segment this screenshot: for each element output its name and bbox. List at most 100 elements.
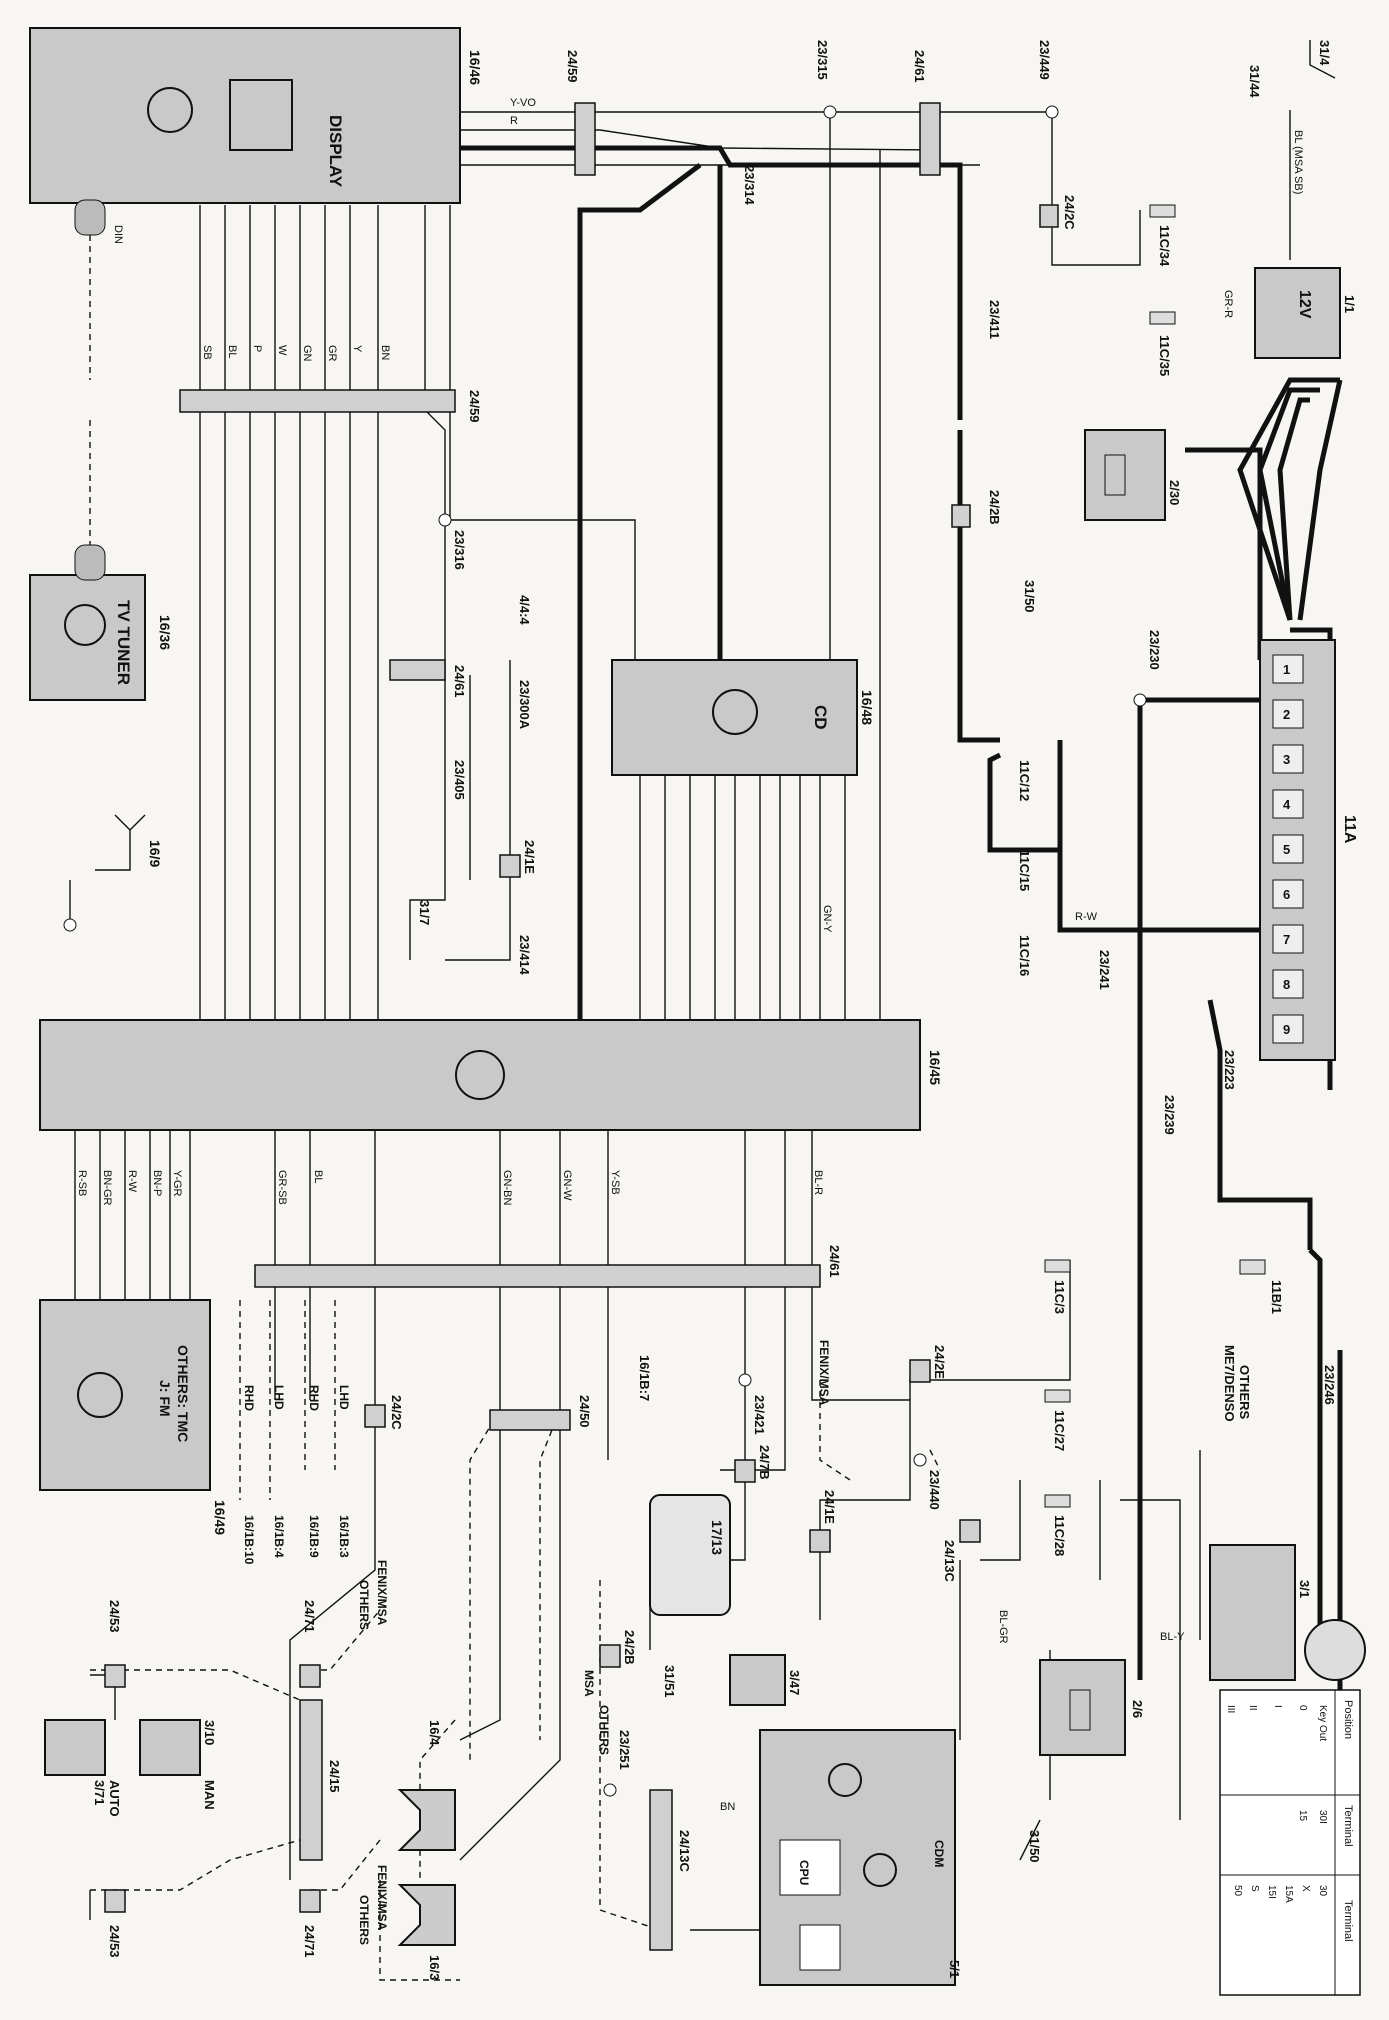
fuse-11c-35 xyxy=(1149,311,1176,325)
antenna: 16/9 xyxy=(63,814,163,932)
ref-23-315: 23/315 xyxy=(815,40,830,80)
ref-23-241: 23/241 xyxy=(1097,950,1112,990)
ref-24-59: 24/59 xyxy=(565,50,580,83)
connector-24-59-bar xyxy=(179,389,456,413)
connector-24-61-top xyxy=(919,102,941,176)
connector-24-13c-top xyxy=(959,1519,981,1543)
display-din-label: DIN xyxy=(112,225,124,244)
tv-tuner-name: TV TUNER xyxy=(114,600,133,685)
speaker-rear: 16/3 xyxy=(397,1884,456,1980)
fuse-11b-1 xyxy=(1239,1259,1266,1275)
switch-man-name: MAN xyxy=(202,1780,217,1810)
ref-11c-12: 11C/12 xyxy=(1017,760,1032,801)
ignition-ref: 3/1 xyxy=(1297,1580,1312,1598)
ref-others-me7: OTHERS xyxy=(1237,1365,1252,1420)
connector-24-2b-top xyxy=(951,504,971,528)
ignition-key-icon xyxy=(1304,1619,1366,1681)
ref-fenix-msa-a: FENIX/MSA xyxy=(817,1340,831,1406)
ref-24-2c-top: 24/2C xyxy=(1062,195,1077,230)
wire-label-gr-sb: GR-SB xyxy=(276,1170,288,1205)
fuse-11c-27 xyxy=(1044,1389,1071,1403)
fuse-6: 6 xyxy=(1283,887,1290,902)
wire-label-gn: GN xyxy=(301,345,313,362)
key-term-15i: 15I xyxy=(1266,1885,1277,1899)
ref-23-230: 23/230 xyxy=(1147,630,1162,670)
fuse-5: 5 xyxy=(1283,842,1290,857)
splice-23-315 xyxy=(823,105,837,119)
ref-23-314: 23/314 xyxy=(742,165,757,206)
wire-colour-labels: Y-VO R SB BL P W GN GR Y BN GR-R BL (MSA… xyxy=(76,97,1304,1813)
ref-23-251: 23/251 xyxy=(617,1730,632,1770)
ref-24-61-row: 24/61 xyxy=(827,1245,842,1278)
ref-fenix-msa-b: FENIX/MSA xyxy=(375,1560,389,1626)
key-table: Position Terminal Terminal Key Out 0 I I… xyxy=(1219,1689,1361,1996)
ref-2-6: 2/6 xyxy=(1130,1700,1145,1718)
cd-ref: 16/48 xyxy=(859,690,875,725)
fm-tmc-symbol xyxy=(77,1372,123,1418)
connector-24-1e-low xyxy=(809,1529,831,1553)
fuse-slots: 1 2 3 4 5 6 7 8 9 xyxy=(1272,654,1304,1044)
main-unit: 16/45 xyxy=(39,1019,943,1131)
cdm-module: CPU CDM 5/1 xyxy=(759,1729,962,1986)
ref-11c-15: 11C/15 xyxy=(1017,850,1032,891)
main-unit-ref: 16/45 xyxy=(927,1050,943,1085)
ref-2-30: 2/30 xyxy=(1167,480,1182,505)
fm-tmc-line1: J: FM xyxy=(157,1380,173,1417)
ref-31-7: 31/7 xyxy=(417,900,432,925)
wire-label-bn: BN xyxy=(379,345,391,360)
cd-name: CD xyxy=(811,705,830,730)
ref-23-449: 23/449 xyxy=(1037,40,1052,80)
splice-23-449 xyxy=(1045,105,1059,119)
ref-23-300a: 23/300A xyxy=(517,680,532,730)
key-pos-1: I xyxy=(1272,1705,1283,1708)
ref-others-c: OTHERS xyxy=(357,1895,371,1945)
relay-coil xyxy=(1104,454,1126,496)
ref-others-msa: OTHERS xyxy=(597,1705,611,1755)
cd-symbol xyxy=(712,689,758,735)
ref-rhd-a: RHD xyxy=(307,1385,321,1411)
key-table-terminal-header: Terminal xyxy=(1342,1805,1354,1847)
fuse-1: 1 xyxy=(1283,662,1290,677)
fm-tmc-box xyxy=(39,1299,211,1491)
ref-me7: ME7/DENSO xyxy=(1222,1345,1237,1422)
fuse-11c-28 xyxy=(1044,1494,1071,1508)
fuse-11c-3 xyxy=(1044,1259,1071,1273)
speaker-rear-icon xyxy=(397,1884,456,1946)
ref-24-15: 24/15 xyxy=(327,1760,342,1793)
key-table-frame xyxy=(1219,1689,1361,1996)
connector-24-15 xyxy=(299,1699,323,1861)
ref-23-405: 23/405 xyxy=(452,760,467,800)
ignition-switch: 3/1 xyxy=(1209,1544,1366,1681)
ref-24-53-b: 24/53 xyxy=(107,1925,122,1958)
ref-24-1e-mid: 24/1E xyxy=(522,840,537,874)
switch-man: MAN 3/10 xyxy=(139,1719,217,1810)
display-screen-icon xyxy=(229,79,293,151)
wire-layer xyxy=(74,40,1336,1931)
wire-label-gr: GR xyxy=(326,345,338,362)
key-table-terminal-header-2: Terminal xyxy=(1342,1900,1354,1942)
wire-label-bn: BN xyxy=(720,1801,735,1813)
connector-24-50 xyxy=(489,1409,571,1431)
display-name: DISPLAY xyxy=(326,115,345,188)
fuse-11c-34 xyxy=(1149,204,1176,218)
wire-label-bn-gr: BN-GR xyxy=(101,1170,113,1206)
switch-auto-box xyxy=(44,1719,106,1776)
wire-label-bn-p: BN-P xyxy=(151,1170,163,1196)
wire-label-bl-msa: BL (MSA SB) xyxy=(1292,130,1304,194)
fuse-4: 4 xyxy=(1283,797,1291,812)
connector-24-61-row xyxy=(254,1264,821,1288)
relay-2-6-box xyxy=(1039,1659,1126,1756)
wire-label-sb: SB xyxy=(201,345,213,360)
fm-tmc-ref: 16/49 xyxy=(212,1500,228,1535)
wire-label-y-sb: Y-SB xyxy=(609,1170,621,1195)
connector-24-2c-top xyxy=(1039,204,1059,228)
connector-24-53-b xyxy=(104,1889,126,1913)
key-term-30: 30 xyxy=(1317,1885,1328,1897)
ref-24-13c-low: 24/13C xyxy=(677,1830,692,1873)
top-connectors: 24/59 24/61 23/315 23/449 31/4 31/44 23/… xyxy=(565,40,1332,376)
cdm-ref: 5/1 xyxy=(947,1960,962,1978)
connector-24-13c-low xyxy=(649,1789,673,1951)
ref-lhd-b: LHD xyxy=(272,1385,286,1410)
display-symbol xyxy=(147,87,193,133)
